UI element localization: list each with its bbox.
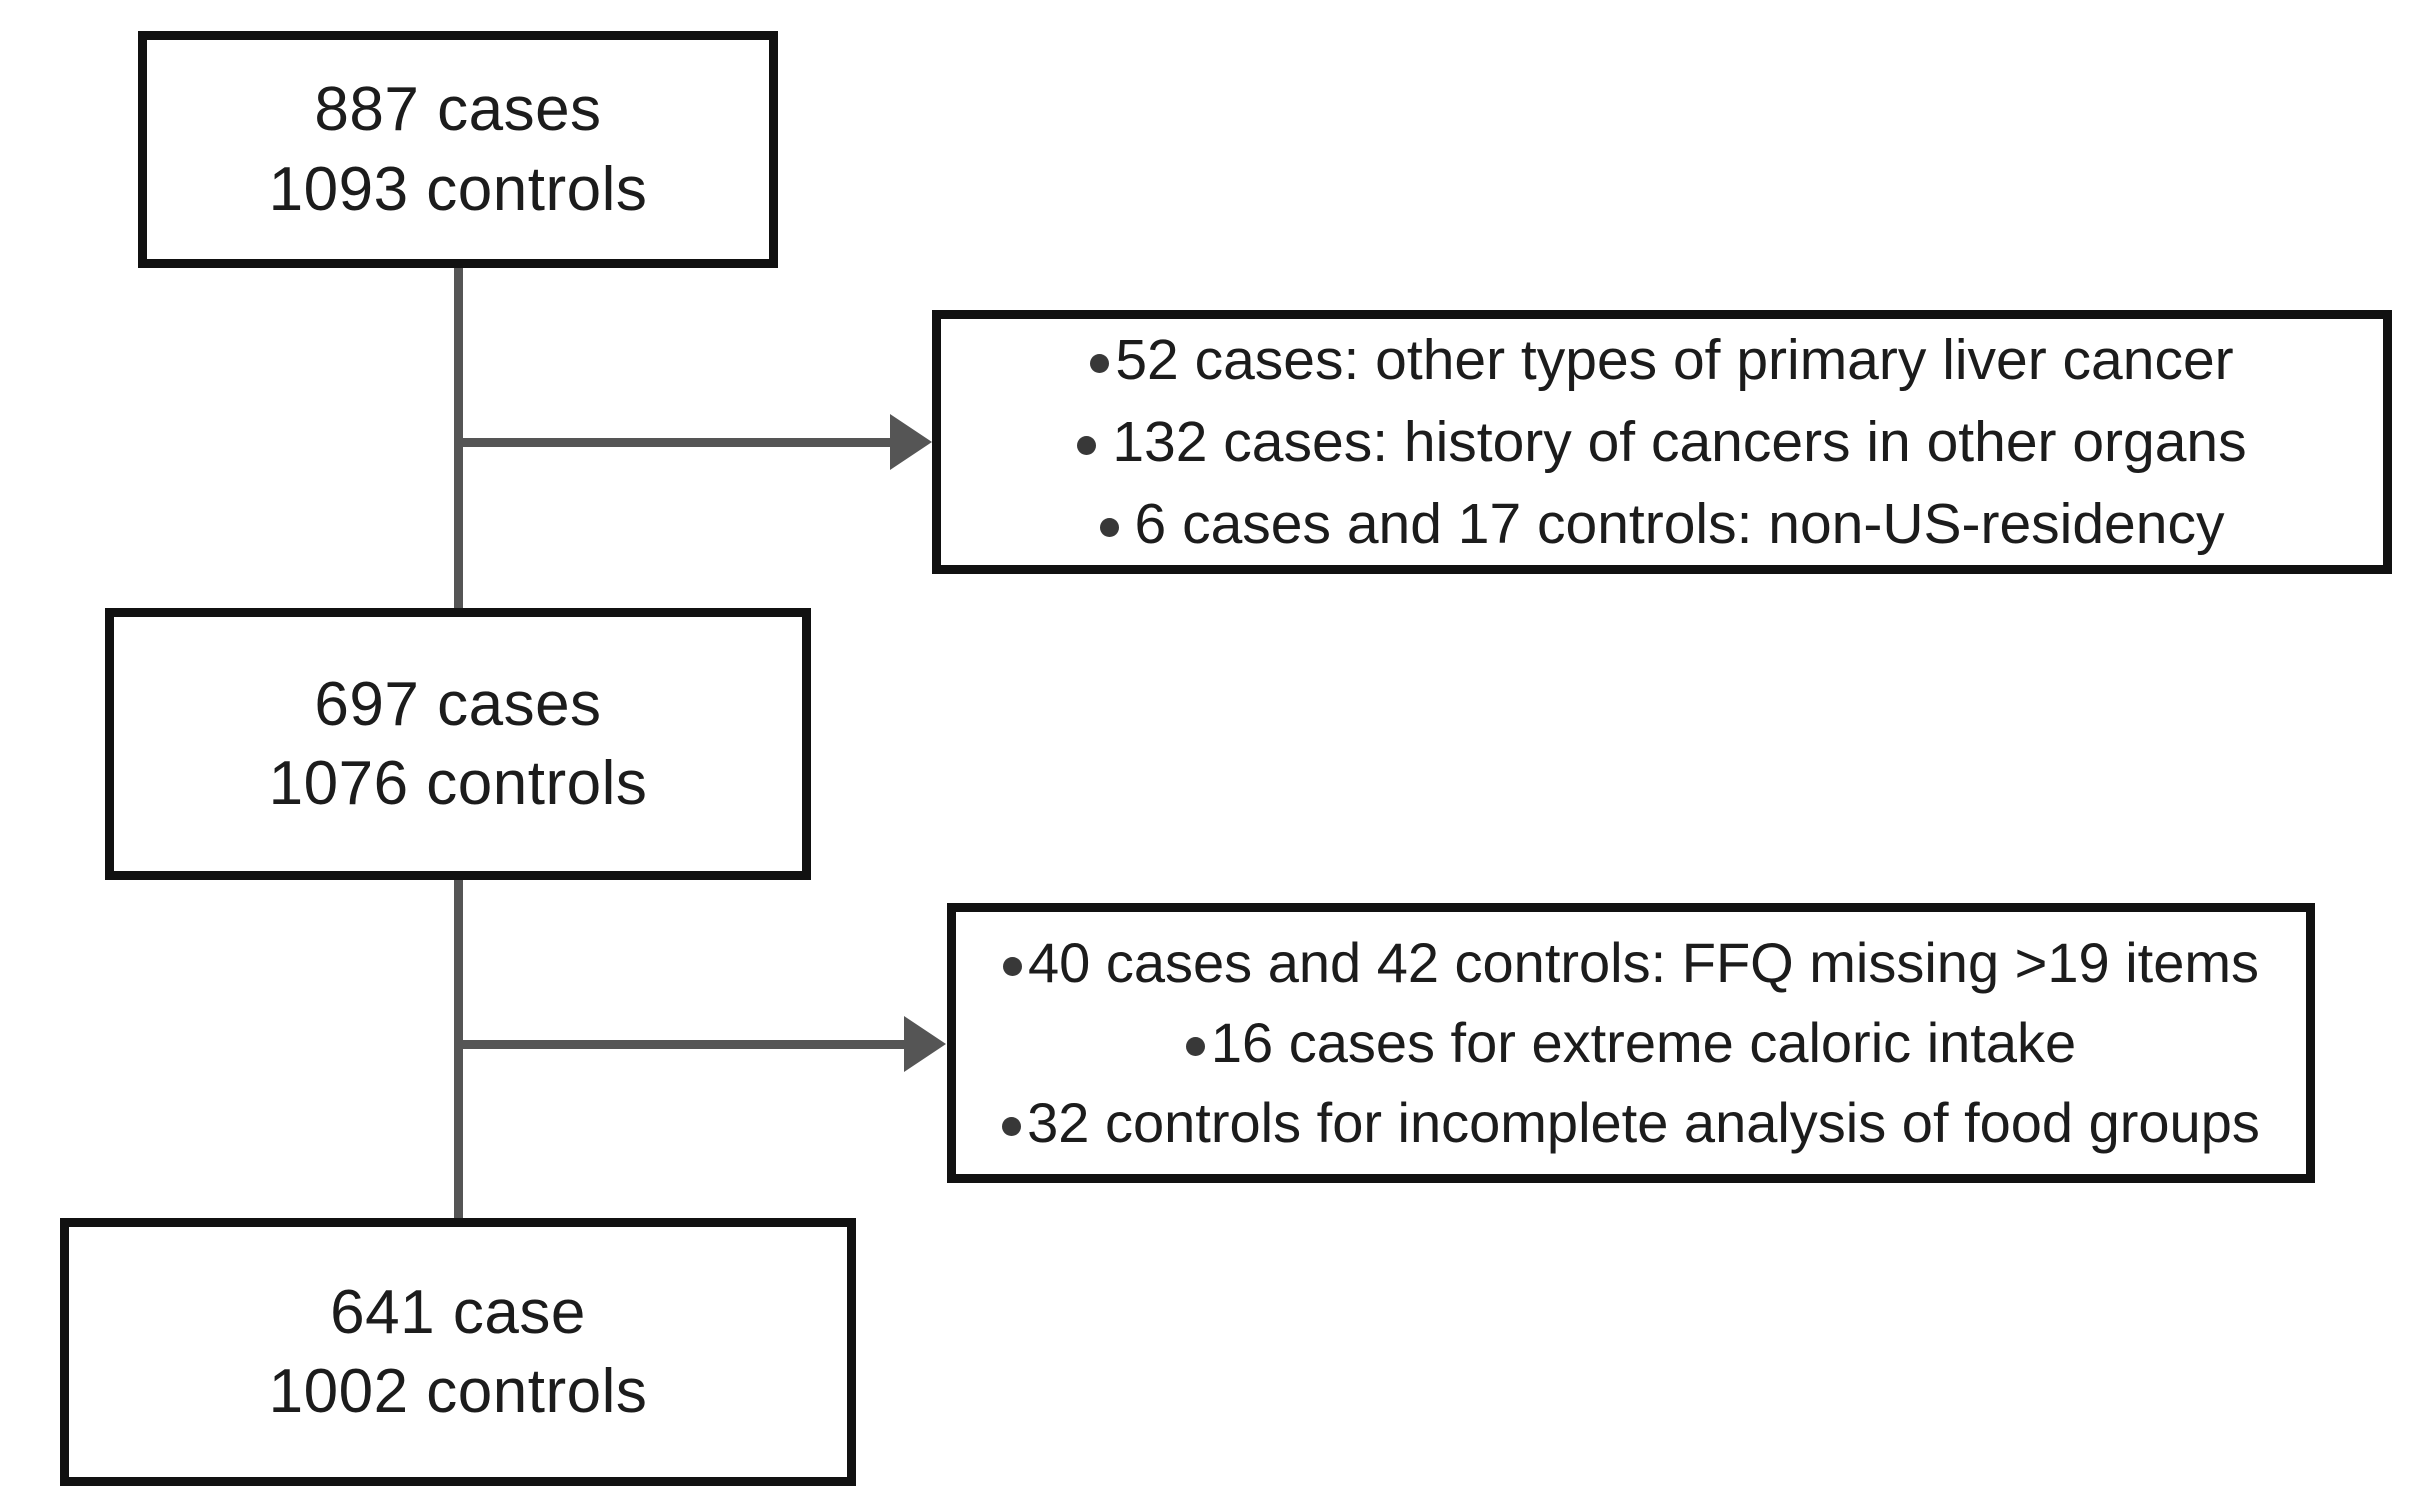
exclusion-two-item-1-text: 40 cases and 42 controls: FFQ missing >1… [1028,930,2259,994]
connector-branch-one-line [458,438,892,447]
cohort-box-initial: 887 cases 1093 controls [138,31,778,268]
bullet-icon [1090,354,1110,374]
exclusion-box-two: 40 cases and 42 controls: FFQ missing >1… [947,903,2315,1183]
exclusion-two-item-2-text: 16 cases for extreme caloric intake [1210,1010,2077,1074]
exclusion-box-one: 52 cases: other types of primary liver c… [932,310,2392,574]
cohort-middle-cases: 697 cases [314,669,602,739]
exclusion-one-item-3: 6 cases and 17 controls: non-US-residenc… [957,483,2367,565]
exclusion-two-item-2: 16 cases for extreme caloric intake [972,1003,2290,1083]
exclusion-one-item-3-text: 6 cases and 17 controls: non-US-residenc… [1134,492,2225,557]
exclusion-one-item-1: 52 cases: other types of primary liver c… [957,319,2367,401]
cohort-initial-cases: 887 cases [314,75,602,145]
bullet-icon [1185,1037,1205,1057]
exclusion-two-item-3-text: 32 controls for incomplete analysis of f… [1027,1091,2260,1155]
arrow-head-icon-branch-one [890,414,932,470]
cohort-middle-controls: 1076 controls [268,749,648,818]
exclusion-one-item-2: 132 cases: history of cancers in other o… [957,401,2367,483]
exclusion-one-item-1-text: 52 cases: other types of primary liver c… [1115,327,2234,392]
bullet-icon [1003,957,1022,977]
cohort-box-middle: 697 cases 1076 controls [105,608,811,880]
bullet-icon [1099,518,1119,538]
cohort-box-final: 641 case 1002 controls [60,1218,856,1486]
exclusion-two-item-3: 32 controls for incomplete analysis of f… [972,1083,2290,1163]
cohort-initial-controls: 1093 controls [268,154,648,224]
exclusion-two-item-1: 40 cases and 42 controls: FFQ missing >1… [972,923,2290,1003]
connector-branch-two-line [458,1040,906,1049]
connector-middle-to-final [454,874,463,1224]
cohort-final-cases: 641 case [330,1277,586,1347]
exclusion-one-item-2-text: 132 cases: history of cancers in other o… [1112,409,2247,474]
arrow-head-icon-branch-two [904,1016,946,1072]
bullet-icon [1077,436,1097,456]
bullet-icon [1002,1117,1022,1137]
cohort-final-controls: 1002 controls [268,1357,648,1426]
